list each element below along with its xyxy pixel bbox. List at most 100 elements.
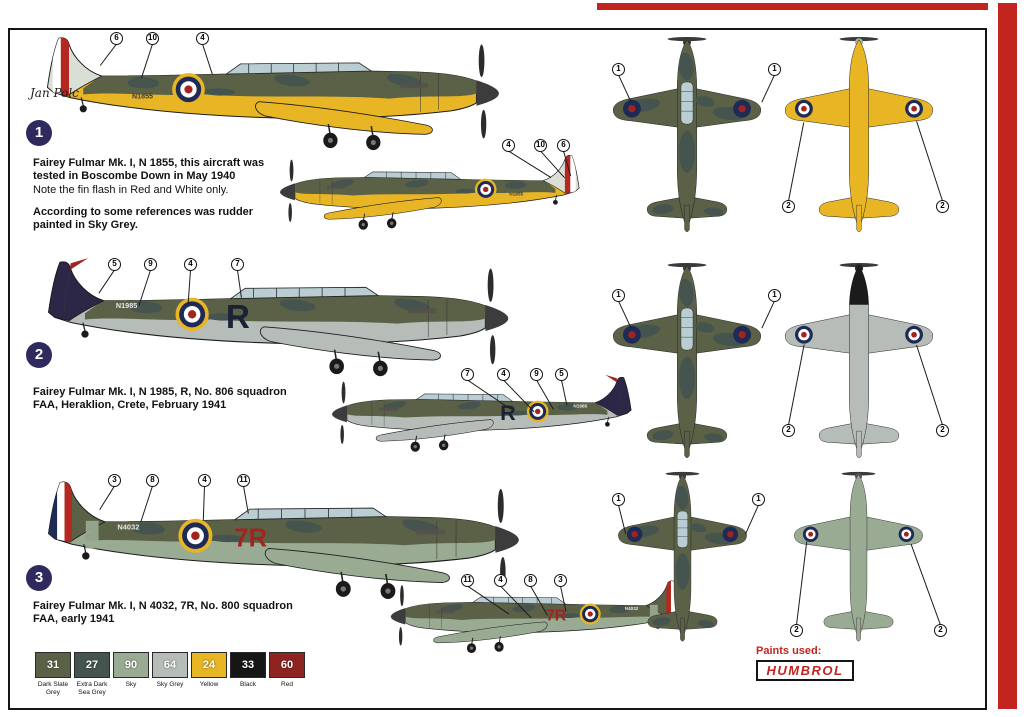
callout: 4	[196, 32, 214, 75]
sky-band	[649, 604, 658, 622]
serial-number: N4032	[625, 606, 639, 611]
callout: 4	[184, 258, 197, 304]
paint-chip: 64	[152, 652, 188, 678]
code-letter: R	[226, 299, 250, 336]
under-wing-roundel	[905, 325, 923, 344]
callout: 1	[612, 63, 632, 103]
scheme1-fin-flash	[564, 155, 576, 194]
callout: 3	[99, 474, 121, 511]
paint-chip-name: Sky	[125, 681, 137, 688]
callout: 3	[554, 574, 567, 612]
callout: 9	[138, 258, 157, 307]
callout: 4	[502, 139, 552, 178]
scheme1-fin-flash	[52, 37, 69, 96]
scheme3-side-profile-starboard: 7R N4032	[47, 481, 520, 600]
scheme3-top-view	[618, 471, 747, 642]
code-letters: 7R	[234, 524, 267, 552]
scheme2-side-profile-starboard: R N1985	[47, 258, 510, 377]
fuselage-roundel	[175, 297, 209, 331]
paint-chip-name: Red	[281, 681, 293, 688]
callout: 2	[782, 122, 805, 213]
fuselage-roundel	[579, 603, 601, 625]
scheme1-note: Note the fin flash in Red and White only…	[33, 184, 229, 196]
callout: 4	[198, 474, 211, 520]
upper-wing-roundel	[733, 99, 751, 118]
under-wing-roundel	[795, 325, 813, 344]
fuselage-roundel	[526, 400, 549, 423]
callout: 1	[761, 289, 781, 329]
scheme1-side-profile-starboard: N1855	[46, 37, 500, 151]
callout: 7	[231, 258, 244, 298]
paint-chip: 24	[191, 652, 227, 678]
paint-chip-name: Dark Slate Grey	[37, 681, 69, 696]
callout: 4	[497, 368, 535, 413]
scheme3-fin-flash	[49, 482, 72, 543]
paint-chip-name: Black	[240, 681, 256, 688]
callout: 2	[782, 344, 805, 437]
upper-wing-roundel	[623, 99, 641, 118]
callout: 8	[140, 474, 159, 523]
callout: 1	[745, 493, 765, 535]
fuselage-roundel	[178, 518, 213, 553]
callout: 1	[612, 493, 627, 535]
scheme1-bottom-view	[784, 36, 934, 233]
black-nose	[849, 265, 869, 305]
callout: 2	[916, 344, 949, 437]
serial-number: N1985	[116, 301, 137, 310]
under-wing-roundel	[802, 526, 819, 542]
upper-wing-roundel	[626, 526, 643, 542]
callout: 10	[534, 139, 566, 179]
scheme3-bottom-view	[794, 471, 923, 642]
fin-pennant	[70, 258, 89, 270]
callout: 2	[790, 541, 808, 637]
red-side-bar	[998, 3, 1017, 709]
callout: 9	[530, 368, 555, 410]
under-wing-roundel	[905, 99, 923, 118]
scheme3-description: Fairey Fulmar Mk. I, N 4032, 7R, No. 800…	[33, 600, 295, 635]
humbrol-logo-box: HUMBROL	[756, 660, 854, 681]
callout: 11	[461, 574, 510, 615]
fuselage-roundel	[172, 73, 205, 106]
scheme1-note2: According to some references was rudder …	[33, 206, 254, 231]
paints-used-label: Paints used:	[756, 645, 822, 657]
serial-number: N1855	[132, 93, 153, 101]
scheme2-caption: Fairey Fulmar Mk. I, N 1985, R, No. 806 …	[33, 386, 287, 411]
scheme2-side-profile-port: R N1985	[331, 374, 632, 453]
upper-wing-roundel	[623, 325, 641, 344]
scheme2-description: Fairey Fulmar Mk. I, N 1985, R, No. 806 …	[33, 386, 309, 421]
under-wing-roundel	[898, 526, 915, 542]
callout: 6	[99, 32, 123, 66]
paint-chip-name: Yellow	[199, 681, 219, 688]
callout: 8	[524, 574, 549, 616]
callout: 4	[494, 574, 532, 619]
paint-chip: 27	[74, 652, 110, 678]
upper-wing-roundel	[733, 325, 751, 344]
callout: 6	[557, 139, 572, 177]
callout: 5	[555, 368, 568, 406]
paint-chip-name: Extra Dark Sea Grey	[76, 681, 108, 696]
serial-number: N1855	[509, 192, 523, 198]
scheme1-description: Fairey Fulmar Mk. I, N 1855, this aircra…	[33, 157, 295, 241]
paint-chip: 33	[230, 652, 266, 678]
callout: 2	[910, 543, 947, 637]
paint-chip-name: Sky Grey	[156, 681, 184, 688]
scheme1-top-view	[612, 36, 762, 233]
paint-chip: 90	[113, 652, 149, 678]
page-border-frame	[8, 28, 987, 710]
fuselage-roundel	[474, 178, 497, 201]
callout: 11	[237, 474, 250, 514]
callout: 1	[612, 289, 632, 329]
sky-band	[85, 520, 99, 549]
scheme2-bottom-view	[784, 262, 934, 459]
serial-number: N1985	[573, 403, 587, 409]
humbrol-logo: HUMBROL	[766, 663, 844, 678]
callout: 7	[461, 368, 512, 410]
artist-signature: Jan Polc	[30, 86, 79, 100]
callout: 2	[916, 120, 949, 213]
callout: 1	[761, 63, 781, 103]
paint-chip: 31	[35, 652, 71, 678]
scheme3-number-badge: 3	[26, 565, 52, 591]
scheme3-caption: Fairey Fulmar Mk. I, N 4032, 7R, No. 800…	[33, 600, 293, 625]
red-top-strip	[597, 3, 988, 10]
scheme2-number-badge: 2	[26, 342, 52, 368]
